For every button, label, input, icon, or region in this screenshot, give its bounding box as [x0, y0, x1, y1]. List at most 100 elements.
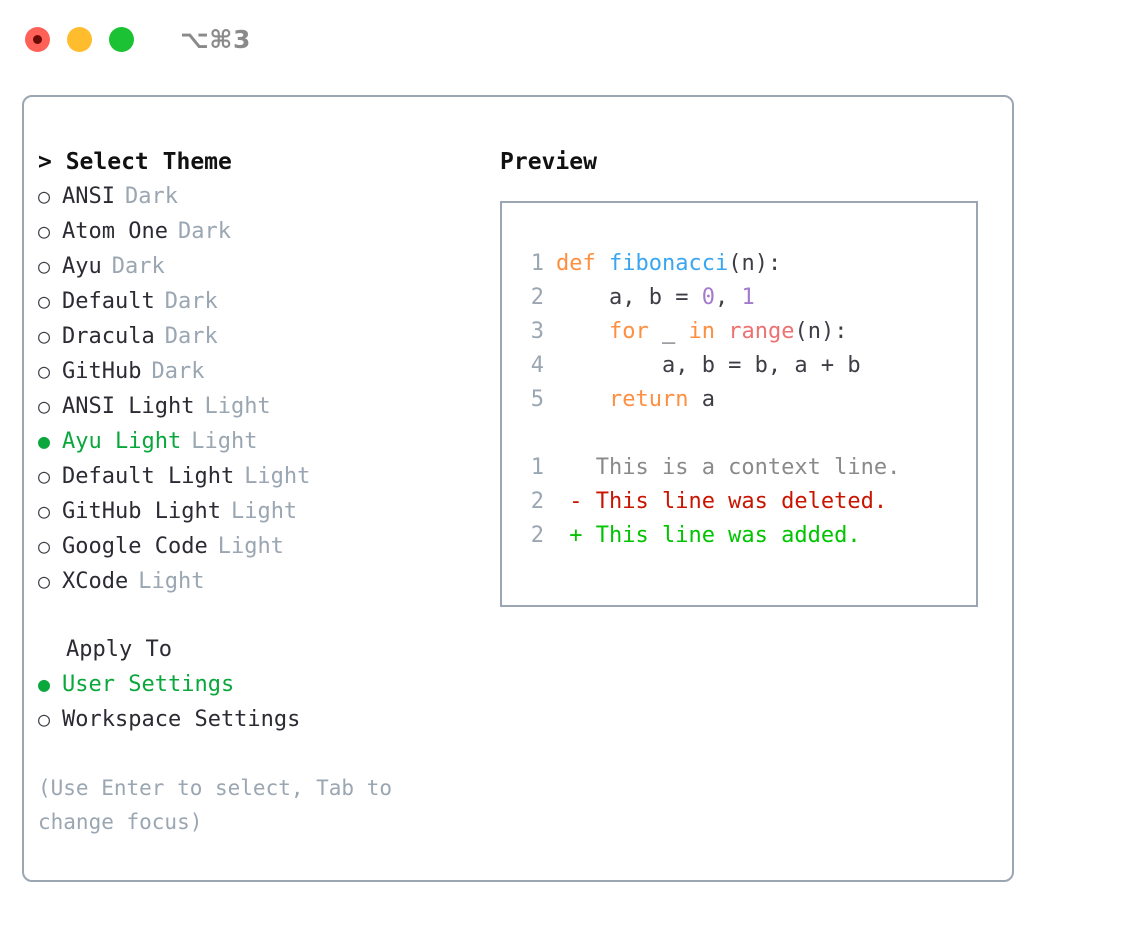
- code-line: 2 a, b = 0, 1: [518, 281, 976, 315]
- radio-empty-icon: ○: [38, 184, 51, 208]
- theme-option-default-light[interactable]: ○ Default Light Light: [38, 459, 500, 494]
- theme-variant-badge: Dark: [164, 289, 218, 314]
- theme-option-label: Default: [62, 289, 155, 314]
- apply-to-option-workspace-settings[interactable]: ○Workspace Settings: [38, 702, 500, 737]
- code-line-content: a, b = 0, 1: [556, 281, 755, 315]
- token-ctx: This is a context line.: [556, 455, 901, 480]
- minimize-icon[interactable]: [67, 26, 92, 52]
- select-theme-header: > Select Theme: [38, 149, 232, 175]
- code-line-content: This is a context line.: [556, 451, 901, 485]
- theme-option-label: Ayu: [62, 254, 102, 279]
- apply-to-option-label: User Settings: [62, 672, 235, 697]
- recording-indicator-dot: [33, 34, 42, 44]
- token-txt: (n):: [728, 251, 782, 276]
- token-num: 0: [701, 285, 715, 310]
- apply-to-header: Apply To: [66, 637, 172, 662]
- radio-empty-icon: ○: [38, 464, 51, 488]
- line-number: 2: [530, 285, 544, 310]
- code-line: 5 return a: [518, 383, 976, 417]
- code-line-content: return a: [556, 383, 715, 417]
- diff-sample: 1 This is a context line.2 - This line w…: [518, 451, 976, 553]
- token-kw: def: [556, 251, 609, 276]
- apply-to-option-label: Workspace Settings: [62, 707, 301, 732]
- theme-option-label: ANSI Light: [62, 394, 195, 419]
- radio-empty-icon: ○: [38, 289, 51, 313]
- code-line-content: a, b = b, a + b: [556, 349, 861, 383]
- code-line: 3 for _ in range(n):: [518, 315, 976, 349]
- token-txt: a, b = b, a + b: [556, 353, 861, 378]
- code-line-content: - This line was deleted.: [556, 485, 887, 519]
- radio-empty-icon: ○: [38, 254, 51, 278]
- window-controls: [25, 26, 134, 52]
- theme-option-label: Ayu Light: [62, 429, 182, 454]
- token-txt: a: [688, 387, 715, 412]
- theme-variant-badge: Light: [191, 429, 258, 454]
- token-kw: in: [688, 319, 715, 344]
- token-txt: (n):: [794, 319, 848, 344]
- theme-option-label: Google Code: [62, 534, 208, 559]
- maximize-icon[interactable]: [109, 26, 134, 52]
- radio-empty-icon: ○: [38, 569, 51, 593]
- close-icon[interactable]: [25, 26, 50, 52]
- radio-empty-icon: ○: [38, 394, 51, 418]
- theme-option-label: Atom One: [62, 219, 168, 244]
- code-line: 4 a, b = b, a + b: [518, 349, 976, 383]
- theme-variant-badge: Dark: [111, 254, 165, 279]
- keyboard-hint: (Use Enter to select, Tab to change focu…: [38, 776, 405, 834]
- token-bi: range: [728, 319, 795, 344]
- theme-option-label: XCode: [62, 569, 129, 594]
- theme-option-label: ANSI: [62, 184, 115, 209]
- theme-option-ansi-light[interactable]: ○ ANSI Light Light: [38, 389, 500, 424]
- theme-option-github[interactable]: ○ GitHub Dark: [38, 354, 500, 389]
- token-txt: ,: [714, 285, 742, 310]
- theme-option-ayu[interactable]: ○ Ayu Dark: [38, 249, 500, 284]
- token-txt: _: [648, 319, 689, 344]
- diff-line: 2 + This line was added.: [518, 519, 976, 553]
- token-kw: for: [608, 319, 649, 344]
- code-line-content: + This line was added.: [556, 519, 861, 553]
- theme-variant-badge: Dark: [164, 324, 218, 349]
- theme-variant-badge: Light: [230, 499, 298, 524]
- radio-empty-icon: ○: [38, 359, 51, 383]
- theme-option-label: GitHub: [62, 359, 142, 384]
- token-txt: [715, 319, 728, 344]
- apply-to-option-user-settings[interactable]: ●User Settings: [38, 667, 500, 702]
- token-num: 1: [741, 285, 755, 310]
- theme-option-label: Default Light: [62, 464, 235, 489]
- code-gap: [518, 417, 976, 451]
- code-line-content: for _ in range(n):: [556, 315, 847, 349]
- section-spacer: [38, 599, 500, 633]
- token-txt: a, b =: [556, 285, 702, 310]
- theme-variant-badge: Light: [204, 394, 271, 419]
- window-titlebar: ⌥⌘3: [0, 0, 1140, 78]
- token-txt: [556, 319, 609, 344]
- theme-option-default[interactable]: ○ Default Dark: [38, 284, 500, 319]
- theme-variant-badge: Light: [244, 464, 311, 489]
- window-title-shortcut: ⌥⌘3: [180, 24, 251, 54]
- theme-variant-badge: Dark: [151, 359, 205, 384]
- line-number: 2: [530, 489, 544, 514]
- theme-variant-badge: Dark: [177, 219, 231, 244]
- code-line-content: def fibonacci(n):: [556, 247, 781, 281]
- apply-to-list[interactable]: ●User Settings○Workspace Settings: [38, 667, 500, 737]
- diff-line: 2 - This line was deleted.: [518, 485, 976, 519]
- line-number: 2: [530, 523, 544, 548]
- line-number: 5: [530, 387, 544, 412]
- token-add: + This line was added.: [556, 523, 861, 548]
- token-fn: fibonacci: [608, 251, 729, 276]
